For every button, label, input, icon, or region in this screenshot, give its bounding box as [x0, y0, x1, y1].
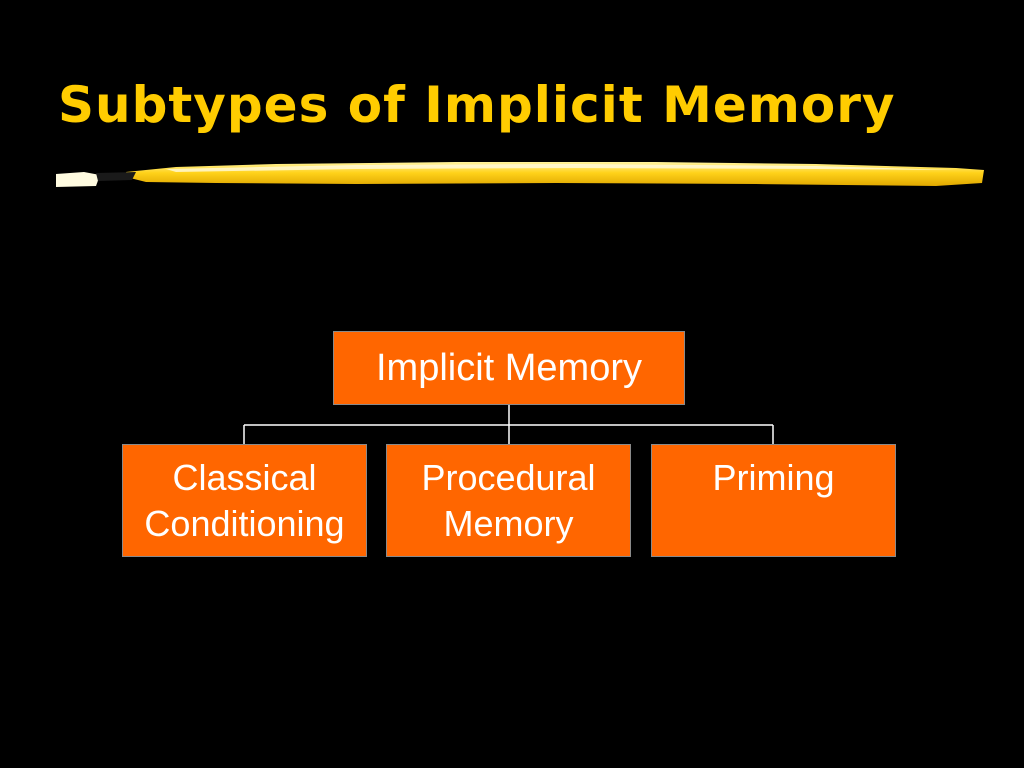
title-brush-underline — [56, 162, 984, 187]
node-priming: Priming — [651, 444, 896, 557]
brush-stroke-highlight — [166, 164, 956, 172]
brush-stroke-shadow — [96, 172, 136, 181]
node-implicit-memory: Implicit Memory — [333, 331, 685, 405]
slide-title: Subtypes of Implicit Memory — [58, 76, 896, 134]
node-procedural-memory: Procedural Memory — [386, 444, 631, 557]
brush-stroke-left — [56, 172, 100, 187]
node-classical-conditioning: Classical Conditioning — [122, 444, 367, 557]
